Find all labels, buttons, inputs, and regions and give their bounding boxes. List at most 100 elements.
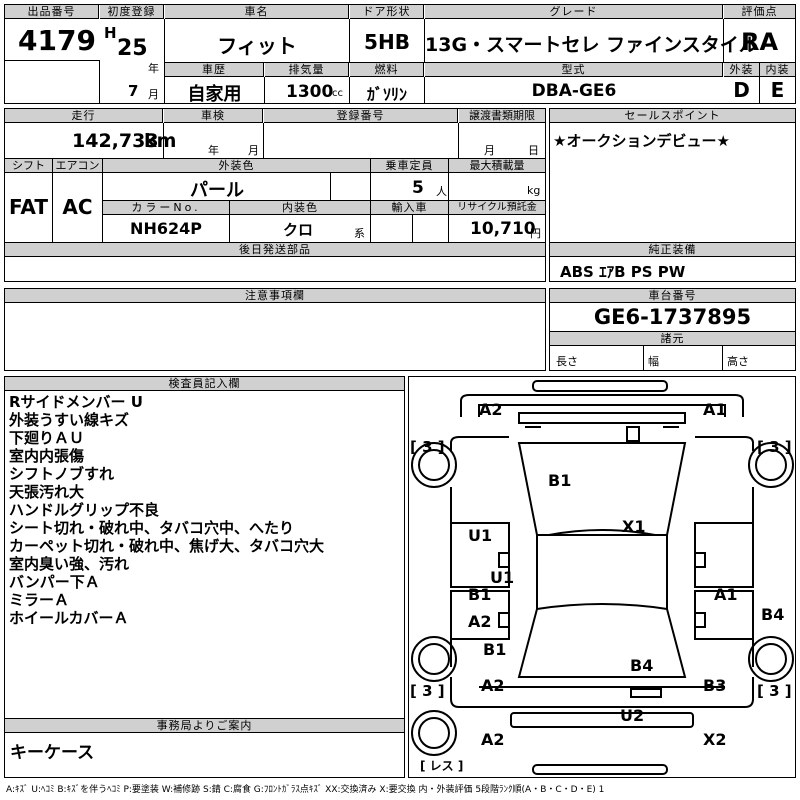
ac: AC	[53, 173, 103, 242]
door-col	[350, 19, 425, 63]
history-col	[165, 77, 265, 103]
car-outline	[411, 380, 794, 775]
spec-header: 諸元	[550, 331, 795, 346]
grade: 13G・スマートセレ ファインスタイル	[425, 34, 758, 56]
ext-score: D	[724, 77, 760, 103]
damage-mark: B1	[483, 640, 507, 659]
damage-mark: U2	[620, 706, 645, 725]
displacement-unit: cc	[332, 88, 343, 99]
tire-mark: [ 3 ]	[410, 438, 445, 456]
damage-mark: A2	[481, 730, 505, 749]
history: 自家用	[187, 84, 242, 105]
door: 5HB	[364, 30, 410, 54]
import-header: 輸入車	[371, 201, 449, 215]
history-header: 車歴	[165, 63, 264, 77]
row2-line	[5, 158, 545, 159]
remark-line: Rサイドメンバー U	[9, 393, 143, 411]
spare-mark: [ レス ]	[420, 759, 464, 773]
sales-point-header: セールスポイント	[550, 109, 795, 123]
grade-col	[425, 19, 724, 63]
era: H	[104, 24, 117, 42]
inspector-header: 検査員記入欄	[5, 377, 404, 391]
damage-mark: A2	[468, 612, 492, 631]
equip-line	[550, 242, 795, 243]
color-cell	[103, 173, 331, 201]
length-label: 長さ	[556, 355, 578, 368]
first-reg-col	[100, 19, 165, 103]
score-header: 評価点	[724, 5, 795, 19]
remark-line: 天張汚れ大	[9, 483, 85, 501]
remark-line: バンパー下Ａ	[9, 573, 100, 591]
damage-mark: A1	[703, 400, 727, 419]
fuel: ｶﾞｿﾘﾝ	[366, 85, 407, 104]
damage-mark: B1	[468, 585, 492, 604]
transfer-day-unit: 日	[528, 144, 539, 157]
first-reg-header: 初度登録	[100, 5, 164, 19]
score-sub-line	[724, 62, 795, 63]
door-header: ドア形状	[350, 5, 424, 19]
height-label: 高さ	[727, 355, 749, 368]
lot-no-header: 出品番号	[5, 5, 99, 19]
sales-block	[549, 108, 796, 282]
ext-header: 外装	[724, 63, 760, 77]
inspection-col	[164, 123, 264, 158]
remark-line: ホイールカバーＡ	[9, 609, 129, 627]
office-header: 事務局よりご案内	[5, 719, 404, 733]
int-header: 内装	[760, 63, 795, 77]
damage-mark: A2	[479, 400, 503, 419]
remark-line: 室内臭い強、汚れ	[9, 555, 130, 573]
color-header: 外装色	[103, 159, 371, 173]
transfer-header: 譲渡書類期限	[459, 109, 545, 123]
later-parts-header: 後日発送部品	[5, 243, 545, 257]
notes-header: 注意事項欄	[5, 289, 545, 303]
seats-header: 乗車定員	[371, 159, 449, 173]
car-name: フィット	[217, 34, 297, 58]
inspection-header: 車検	[164, 109, 263, 123]
import-sub	[371, 215, 413, 242]
int-color-col	[230, 215, 371, 242]
damage-mark: X1	[622, 517, 646, 536]
seats-cell	[371, 173, 449, 201]
car-diagram	[408, 376, 796, 778]
sales-point: ★オークションデビュー★	[553, 132, 730, 150]
remark-line: 外装うすい線キズ	[9, 411, 130, 429]
fuel-header: 燃料	[350, 63, 424, 77]
load-unit: kg	[527, 184, 541, 197]
chassis-header: 車台番号	[550, 289, 795, 303]
displacement-header: 排気量	[265, 63, 349, 77]
damage-mark: B1	[548, 471, 572, 490]
damage-mark: A2	[481, 676, 505, 695]
damage-mark: U1	[468, 526, 493, 545]
tire-mark: [ 3 ]	[410, 682, 445, 700]
shift-header: シフト	[5, 159, 53, 173]
spec-div-2	[722, 346, 723, 370]
remark-line: シフトノブすれ	[9, 465, 115, 483]
reg-month: 7	[128, 82, 139, 100]
remark-line: カーペット切れ・破れ中、焦げ大、タバコ穴大	[9, 537, 325, 555]
mileage: 142,733	[72, 130, 159, 152]
remark-line: ミラーＡ	[9, 591, 70, 609]
score: RA	[740, 28, 779, 56]
int-score: E	[770, 78, 785, 102]
chassis-block	[549, 288, 796, 371]
load-cell	[449, 173, 545, 201]
reg-no-col	[264, 123, 459, 158]
displacement-col	[265, 77, 350, 103]
reg-year: 25	[117, 36, 148, 61]
top-block	[4, 4, 796, 104]
inspector-block	[4, 376, 405, 778]
int-color-header: 内装色	[230, 201, 371, 215]
mileage-col	[5, 123, 164, 158]
damage-mark: X2	[703, 730, 727, 749]
car-name-col	[165, 19, 350, 63]
ac-header: エアコン	[53, 159, 103, 173]
insp-year-unit: 年	[208, 144, 219, 157]
spec-block	[4, 108, 546, 282]
remark-line: 室内内張傷	[9, 447, 85, 465]
model: DBA-GE6	[531, 81, 617, 101]
displacement: 1300	[286, 82, 334, 102]
equip-header: 純正装備	[550, 243, 795, 257]
tire-mark: [ 3 ]	[757, 438, 792, 456]
remark-line: ハンドルグリップ不良	[9, 501, 160, 519]
color: パール	[190, 180, 244, 201]
